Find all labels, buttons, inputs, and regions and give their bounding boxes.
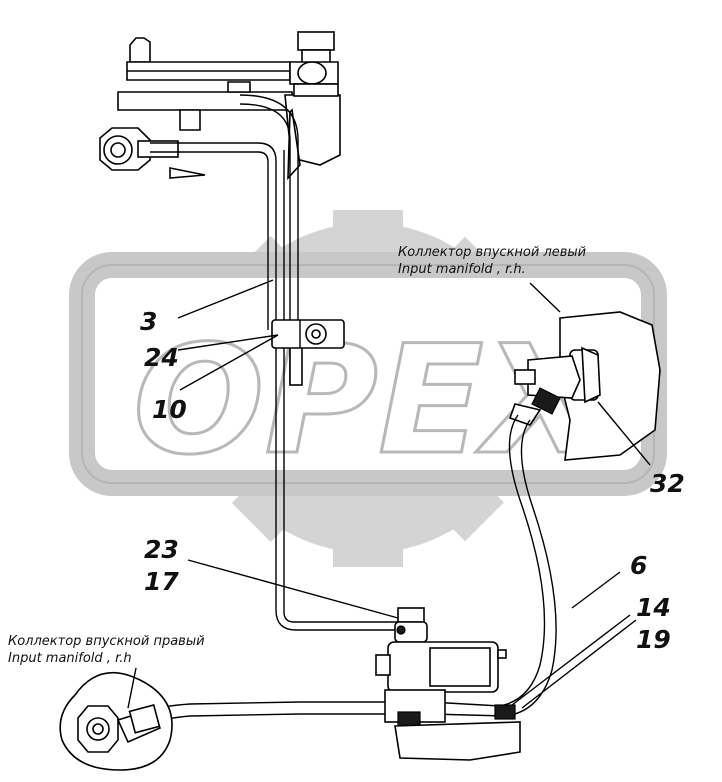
right-manifold-fitting (59, 671, 173, 771)
notes: Коллектор впускной левый Input manifold … (8, 245, 586, 666)
hose-6 (147, 414, 557, 725)
callout-17: 17 (144, 567, 179, 596)
callout-3: 3 (140, 307, 157, 336)
pipe-clamp (271, 319, 345, 349)
solenoid-valve (375, 607, 521, 761)
right-manifold-note-ru: Коллектор впускной правый (8, 634, 205, 649)
callout-23: 23 (144, 535, 179, 564)
callout-6: 6 (630, 551, 647, 580)
right-manifold-note-en: Input manifold , r.h (8, 651, 132, 666)
callout-32: 32 (650, 469, 685, 498)
leader-lines (127, 279, 651, 709)
left-manifold-fitting (508, 311, 661, 461)
callout-19: 19 (636, 625, 671, 654)
top-engine-block (99, 31, 341, 181)
left-manifold-note-ru: Коллектор впускной левый (398, 245, 586, 260)
callout-14: 14 (636, 593, 671, 622)
callouts: 3 24 10 32 23 17 6 14 19 (140, 307, 685, 654)
left-manifold-note-en: Input manifold , r.h. (398, 262, 526, 277)
watermark-text: OPEX (133, 314, 610, 488)
callout-10: 10 (152, 395, 187, 424)
callout-24: 24 (144, 343, 179, 372)
